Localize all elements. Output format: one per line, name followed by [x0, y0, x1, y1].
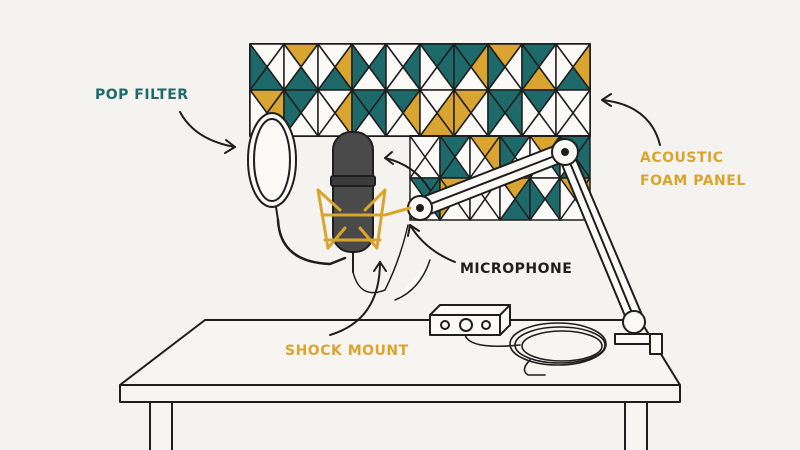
- foam-tile: [283, 43, 302, 91]
- foam-tile: [559, 177, 576, 221]
- shock-mount-label: SHOCK MOUNT: [285, 343, 409, 359]
- foam-tile: [385, 43, 404, 91]
- foam-tile: [521, 43, 540, 91]
- microphone-label: MICROPHONE: [460, 261, 573, 277]
- acoustic-foam-panel-label-line2: FOAM PANEL: [640, 173, 746, 189]
- foam-tile: [487, 43, 506, 91]
- pop-filter: [247, 112, 347, 266]
- pop-filter-arrow: [179, 111, 236, 148]
- foam-tile: [351, 89, 370, 137]
- coiled-cable: [464, 322, 607, 376]
- desk: [119, 319, 681, 450]
- foam-tile: [317, 89, 336, 137]
- foam-tile: [521, 89, 540, 137]
- foam-tile: [439, 135, 456, 179]
- foam-tile: [317, 43, 336, 91]
- foam-tile: [351, 43, 370, 91]
- foam-tile: [419, 89, 438, 137]
- pop-filter-label: POP FILTER: [95, 87, 189, 103]
- foam-tile: [453, 43, 472, 91]
- foam-tile: [555, 43, 574, 91]
- foam-tile: [469, 135, 486, 179]
- boom-arm: [394, 138, 663, 355]
- microphone-arrow: [409, 224, 456, 263]
- microphone: [330, 131, 409, 294]
- shock-mount: [316, 188, 412, 250]
- foam-tile: [529, 177, 546, 221]
- foam-tile: [453, 89, 472, 137]
- arrows: [179, 93, 661, 336]
- audio-interface: [429, 304, 511, 336]
- acoustic-foam-panel: [249, 43, 591, 221]
- foam-tile: [249, 43, 268, 91]
- foam-tile: [419, 43, 438, 91]
- foam-panel-arrow: [601, 99, 661, 146]
- shock-mount-arrow: [329, 261, 381, 336]
- foam-tile: [487, 89, 506, 137]
- acoustic-foam-panel-label-line1: ACOUSTIC: [640, 150, 724, 166]
- foam-tile: [409, 135, 426, 179]
- foam-tile: [555, 89, 574, 137]
- foam-tile: [385, 89, 404, 137]
- foam-tile: [499, 177, 516, 221]
